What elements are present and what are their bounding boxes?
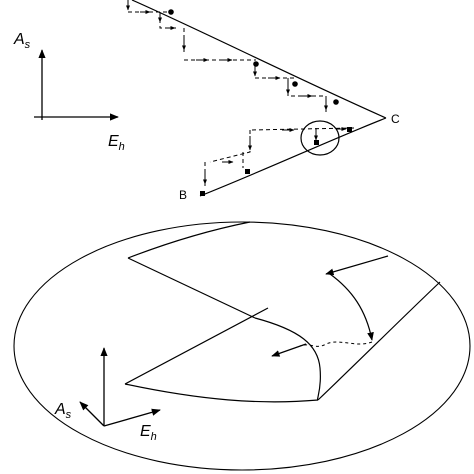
trajectory-arrow-out bbox=[271, 343, 307, 357]
trajectory-arrow-in bbox=[325, 255, 389, 276]
lower-staircase bbox=[203, 127, 355, 186]
lower-branch-markers bbox=[200, 127, 352, 196]
upper-marker bbox=[333, 99, 339, 105]
trajectory-curve-fall bbox=[329, 273, 374, 341]
fold-right-edge bbox=[317, 281, 441, 401]
bottom-axes: As Eh bbox=[54, 347, 161, 443]
upper-marker bbox=[253, 61, 259, 67]
fold-surface bbox=[124, 221, 441, 403]
bottom-y-axis-label: As bbox=[54, 401, 72, 421]
top-y-axis-label: As bbox=[13, 31, 31, 51]
fold-inner-line bbox=[124, 307, 269, 385]
upper-branch-curve bbox=[131, 0, 387, 119]
upper-staircase bbox=[126, 0, 328, 112]
fold-lower-sheet bbox=[124, 383, 319, 403]
bottom-y-axis bbox=[79, 401, 105, 427]
point-c-label: C bbox=[391, 112, 400, 126]
phase-plane-ellipse bbox=[13, 221, 471, 471]
fold-top-edge bbox=[127, 221, 251, 259]
lower-marker bbox=[314, 140, 319, 145]
point-b-label: B bbox=[179, 188, 187, 202]
fold-front-edge bbox=[254, 317, 322, 401]
upper-marker bbox=[292, 81, 298, 87]
lower-marker bbox=[245, 169, 250, 174]
lower-marker bbox=[347, 127, 352, 132]
top-x-axis-label: Eh bbox=[108, 133, 125, 153]
lower-branch-curve bbox=[199, 117, 387, 197]
lower-marker bbox=[200, 191, 205, 196]
bottom-x-axis bbox=[103, 408, 161, 427]
trajectory-dashed-jump bbox=[299, 341, 373, 347]
bottom-x-axis-label: Eh bbox=[140, 423, 157, 443]
top-axes: As Eh bbox=[13, 31, 125, 153]
fold-upper-sheet bbox=[127, 257, 256, 319]
highlight-circle bbox=[300, 120, 340, 156]
